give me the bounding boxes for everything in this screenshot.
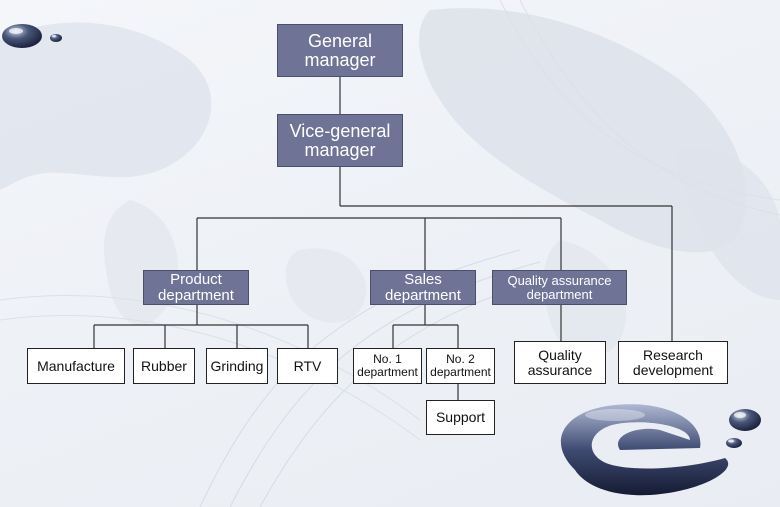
node-product-department: Product department <box>143 270 249 305</box>
node-vice-general-manager-line2: manager <box>304 139 376 160</box>
node-quality-assurance-department: Quality assurance department <box>492 270 627 305</box>
node-vice-general-manager: Vice-general manager <box>277 114 403 167</box>
node-sales-department-line2: department <box>385 286 461 304</box>
droplet-icon <box>2 24 62 48</box>
node-sales-department-line1: Sales <box>404 270 442 288</box>
node-general-manager: General manager <box>277 24 403 77</box>
node-quality-assurance-line1: Quality <box>538 346 582 363</box>
node-no2-department-line2: department <box>430 365 491 379</box>
node-quality-assurance-department-line1: Quality assurance <box>507 272 612 288</box>
node-grinding: Grinding <box>206 348 268 384</box>
node-rubber-label: Rubber <box>141 357 187 374</box>
node-manufacture-label: Manufacture <box>37 357 115 374</box>
node-research-development-line1: Research <box>643 346 703 363</box>
node-research-development-line2: development <box>632 361 714 378</box>
node-rubber: Rubber <box>133 348 195 384</box>
node-no1-department: No. 1 department <box>353 348 422 384</box>
node-grinding-label: Grinding <box>210 357 264 374</box>
node-no2-department-line1: No. 2 <box>446 352 475 367</box>
node-rtv-label: RTV <box>293 357 322 374</box>
node-quality-assurance-department-line2: department <box>526 286 593 302</box>
node-research-development: Research development <box>618 341 728 384</box>
node-quality-assurance: Quality assurance <box>514 341 606 384</box>
node-manufacture: Manufacture <box>27 348 125 384</box>
node-rtv: RTV <box>277 348 338 384</box>
node-general-manager-line2: manager <box>304 49 376 70</box>
node-support-label: Support <box>435 409 486 426</box>
node-support: Support <box>426 400 495 435</box>
node-no2-department: No. 2 department <box>426 348 495 384</box>
node-vice-general-manager-line1: Vice-general <box>289 120 391 141</box>
node-product-department-line1: Product <box>170 270 222 288</box>
node-no1-department-line1: No. 1 <box>373 352 402 367</box>
node-no1-department-line2: department <box>357 365 418 379</box>
node-product-department-line2: department <box>158 286 234 304</box>
node-quality-assurance-line2: assurance <box>527 361 593 378</box>
e-logo-icon <box>560 404 761 496</box>
node-general-manager-line1: General <box>307 30 373 51</box>
node-sales-department: Sales department <box>370 270 476 305</box>
